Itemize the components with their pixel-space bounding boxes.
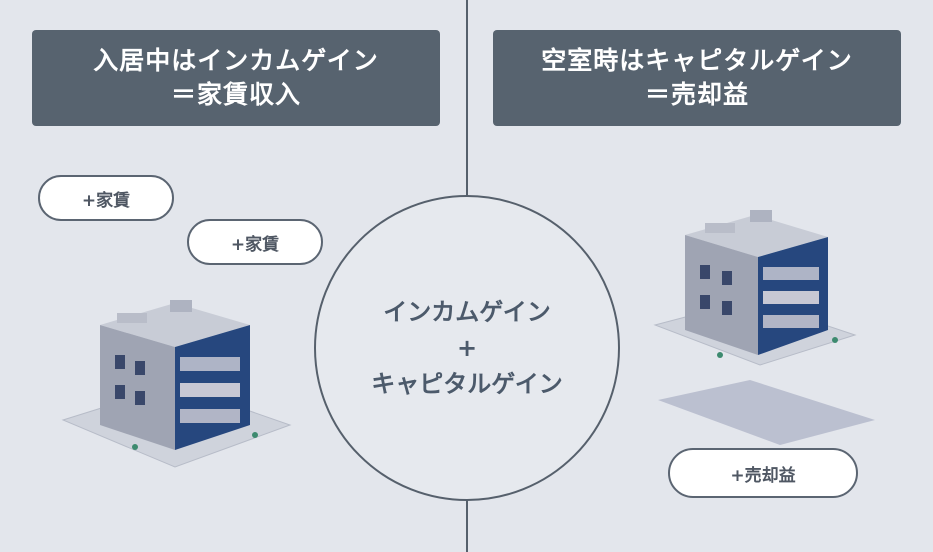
combined-line-income: インカムゲイン bbox=[383, 298, 551, 326]
income-gain-subtitle: ＝家賃収入 bbox=[170, 80, 301, 109]
combined-line-capital: キャピタルゲイン bbox=[371, 370, 563, 398]
capital-gain-title: 空室時はキャピタルゲイン bbox=[541, 46, 853, 75]
income-gain-title: 入居中はインカムゲイン bbox=[93, 46, 379, 75]
combined-line-plus: + bbox=[456, 334, 478, 362]
vacant-building-illustration bbox=[653, 210, 875, 445]
combined-gain-circle: インカムゲイン + キャピタルゲイン bbox=[314, 195, 620, 501]
occupied-building-illustration bbox=[61, 300, 292, 468]
income-gain-header: 入居中はインカムゲイン ＝家賃収入 bbox=[32, 30, 440, 126]
capital-gain-header: 空室時はキャピタルゲイン ＝売却益 bbox=[493, 30, 901, 126]
rent-pill-1: +家賃 bbox=[38, 175, 174, 221]
sale-profit-pill: +売却益 bbox=[668, 448, 858, 498]
capital-gain-subtitle: ＝売却益 bbox=[644, 80, 749, 109]
rent-pill-2: +家賃 bbox=[187, 219, 323, 265]
